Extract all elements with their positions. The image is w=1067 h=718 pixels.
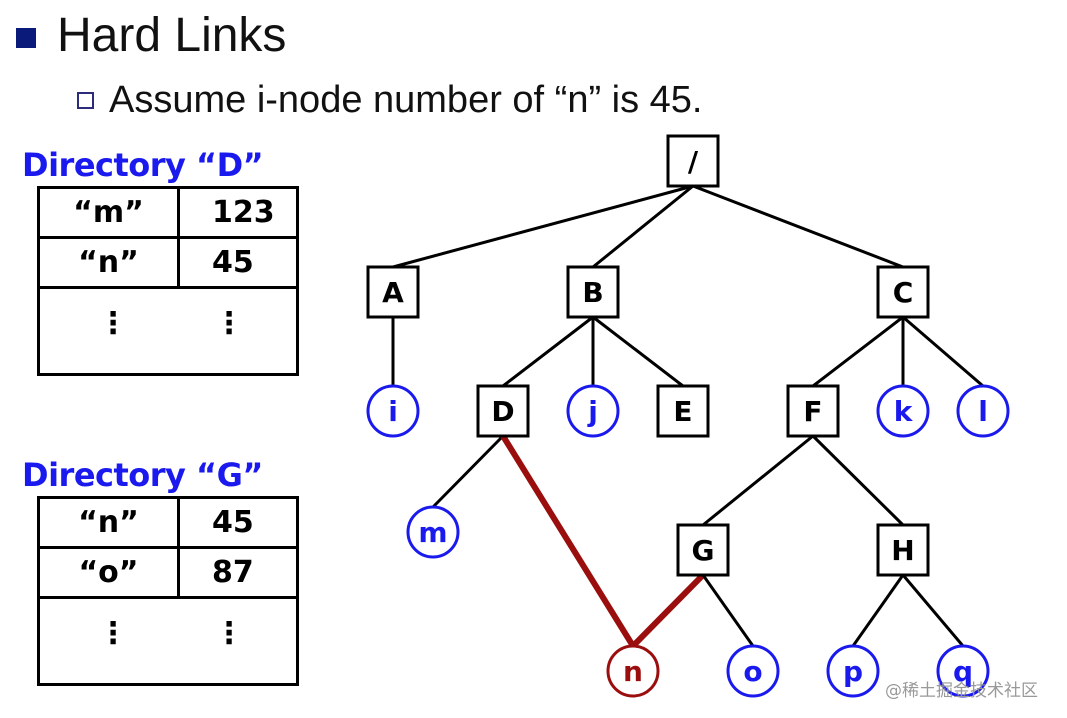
directory-box (876, 523, 930, 577)
node-label: C (893, 276, 914, 309)
node-label: A (382, 276, 404, 309)
file-node-j: j (566, 384, 620, 438)
node-label: D (491, 395, 514, 428)
node-label: H (891, 534, 914, 567)
file-circle (366, 384, 420, 438)
file-circle (606, 644, 660, 698)
node-label: q (953, 655, 973, 688)
tree-edge-D-m (431, 434, 505, 509)
directory-box (676, 523, 730, 577)
directory-box (786, 384, 840, 438)
directory-node-e: E (656, 384, 710, 438)
directory-box (656, 384, 710, 438)
file-circle (406, 505, 460, 559)
directory-box (566, 265, 620, 319)
file-circle (726, 644, 780, 698)
file-node-p: p (826, 644, 880, 698)
node-label: o (743, 655, 762, 688)
slide-subtitle: Assume i-node number of “n” is 45. (109, 79, 703, 121)
entry-name: “o” (40, 549, 180, 596)
directory-box (476, 384, 530, 438)
tree-edge-F-H (811, 434, 905, 527)
file-circle (876, 384, 930, 438)
directory-d-table: “m” 123 “n” 45 ⋮ ⋮ (37, 186, 299, 376)
tree-edge-C-l (901, 315, 985, 388)
subtitle-bullet (77, 92, 94, 109)
directory-g-label: Directory “G” (22, 456, 263, 494)
directory-d-row-m: “m” 123 (40, 189, 296, 239)
file-node-l: l (956, 384, 1010, 438)
entry-inode: 87 (212, 555, 254, 590)
entry-name: “m” (40, 189, 180, 236)
tree-edge-G-o (701, 573, 755, 648)
hard-link-edge-G-n (630, 572, 706, 649)
node-label: B (582, 276, 603, 309)
file-node-m: m (406, 505, 460, 559)
file-node-i: i (366, 384, 420, 438)
file-node-n: n (606, 644, 660, 698)
hard-link-edge-D-n (500, 433, 636, 649)
node-label: i (388, 395, 398, 428)
slide-title: Hard Links (57, 9, 287, 62)
directory-box (366, 265, 420, 319)
file-circle (566, 384, 620, 438)
directory-g-table: “n” 45 “o” 87 ⋮ ⋮ (37, 496, 299, 686)
node-label: j (587, 395, 598, 428)
tree-edge-H-q (901, 573, 965, 648)
file-circle (826, 644, 880, 698)
directory-node-d: D (476, 384, 530, 438)
entry-inode: 45 (212, 245, 254, 280)
entry-name: “n” (40, 499, 180, 546)
node-label: F (803, 395, 822, 428)
directory-box (666, 134, 720, 188)
file-node-q: q (936, 644, 990, 698)
tree-edge-root-B (591, 184, 695, 269)
directory-node-c: C (876, 265, 930, 319)
node-label: G (692, 534, 715, 567)
tree-edge-root-A (391, 184, 695, 269)
node-label: k (894, 395, 914, 428)
directory-node-h: H (876, 523, 930, 577)
watermark: @稀土掘金技术社区 (885, 681, 1038, 701)
file-node-k: k (876, 384, 930, 438)
file-circle (956, 384, 1010, 438)
file-node-o: o (726, 644, 780, 698)
tree-edge-B-E (591, 315, 685, 388)
directory-d-row-n: “n” 45 (40, 239, 296, 289)
directory-node-g: G (676, 523, 730, 577)
directory-node-root: / (666, 134, 720, 188)
directory-node-f: F (786, 384, 840, 438)
node-label: p (843, 655, 863, 688)
node-label: n (623, 655, 643, 688)
tree-edge-B-D (501, 315, 595, 388)
title-bullet (16, 28, 36, 48)
tree-edge-root-C (691, 184, 905, 269)
directory-node-a: A (366, 265, 420, 319)
node-label: E (673, 395, 692, 428)
directory-g-row-n: “n” 45 (40, 499, 296, 549)
directory-g-row-o: “o” 87 (40, 549, 296, 599)
directory-d-label: Directory “D” (22, 146, 264, 184)
node-label: l (978, 395, 988, 428)
file-circle (936, 644, 990, 698)
entry-inode: 123 (212, 195, 275, 230)
entry-name: “n” (40, 239, 180, 286)
node-label: / (688, 145, 699, 178)
tree-edge-C-F (811, 315, 905, 388)
directory-node-b: B (566, 265, 620, 319)
tree-edge-H-p (851, 573, 905, 648)
tree-edge-F-G (701, 434, 815, 527)
node-label: m (418, 516, 447, 549)
directory-box (876, 265, 930, 319)
entry-inode: 45 (212, 505, 254, 540)
